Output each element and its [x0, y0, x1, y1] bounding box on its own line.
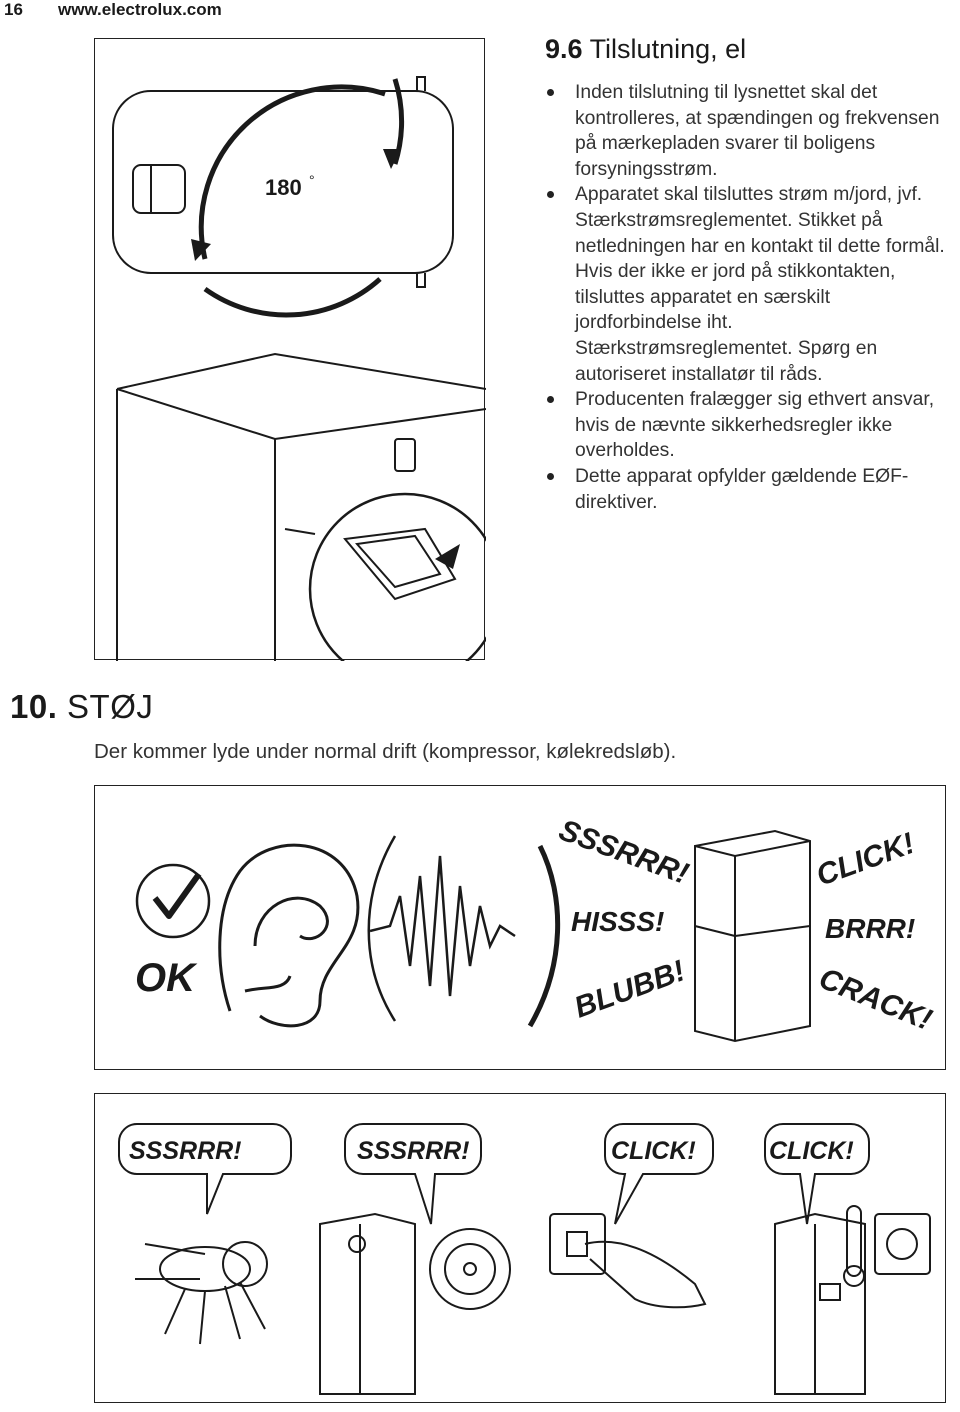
chapter-title-text: STØJ: [67, 688, 154, 725]
bubble-text: SSSRRR!: [357, 1137, 470, 1165]
degree-mark: °: [309, 172, 315, 188]
sound-label: CLICK!: [812, 827, 919, 893]
header-url: www.electrolux.com: [58, 0, 222, 19]
rotation-label: 180: [265, 175, 302, 200]
section-number: 9.6: [545, 34, 583, 64]
bullet-list: Inden tilslutning til lysnettet skal det…: [545, 80, 950, 515]
chapter-number: 10.: [10, 688, 58, 725]
bubble-text: CLICK!: [611, 1137, 696, 1165]
fridge-thermostat-icon: [774, 1205, 931, 1395]
noise-illustration: OK SSSRRR! HISSS! BLUBB! CLICK! BRRR!: [135, 814, 936, 1043]
ear-icon: [218, 843, 360, 1028]
list-item: Producenten fralægger sig ethvert ansvar…: [545, 387, 950, 464]
switch-icon: [549, 1213, 707, 1309]
list-item: Dette apparat opfylder gældende EØF-dire…: [545, 464, 950, 515]
speech-bubble: [118, 1123, 292, 1215]
chapter-title: 10. STØJ: [10, 688, 153, 726]
sound-label: HISSS!: [571, 906, 664, 937]
fridge-icon: [694, 829, 811, 1043]
speech-bubble: [764, 1123, 870, 1225]
fridge-fan-icon: [319, 1212, 511, 1395]
section-title-text: Tilslutning, el: [589, 34, 747, 64]
noise-figure: OK SSSRRR! HISSS! BLUBB! CLICK! BRRR!: [94, 785, 946, 1070]
sound-label: SSSRRR!: [555, 814, 693, 891]
section-title: 9.6 Tilslutning, el: [545, 34, 746, 65]
sound-label: CRACK!: [814, 962, 936, 1037]
list-item: Inden tilslutning til lysnettet skal det…: [545, 80, 950, 182]
speech-bubble: [344, 1123, 482, 1225]
sound-label: BRRR!: [825, 913, 915, 944]
sound-label: BLUBB!: [570, 954, 689, 1024]
page-number: 16: [4, 0, 23, 19]
speech-bubble: [604, 1123, 714, 1225]
chapter-intro: Der kommer lyde under normal drift (komp…: [94, 740, 677, 763]
sound-wave-icon: [367, 835, 561, 1028]
noise-sources-illustration: SSSRRR! SSSRRR! CLICK! CLICK!: [118, 1123, 931, 1395]
noise-sources-figure: SSSRRR! SSSRRR! CLICK! CLICK!: [94, 1093, 946, 1403]
list-item: Apparatet skal tilsluttes strøm m/jord, …: [545, 182, 950, 387]
fridge-top-illustration: 180 °: [112, 76, 502, 686]
rotation-figure: 180 °: [94, 38, 502, 686]
check-icon: [135, 863, 211, 939]
fly-icon: [135, 1241, 268, 1345]
bubble-text: CLICK!: [769, 1137, 854, 1165]
bubble-text: SSSRRR!: [129, 1137, 242, 1165]
ok-label: OK: [135, 956, 198, 1000]
